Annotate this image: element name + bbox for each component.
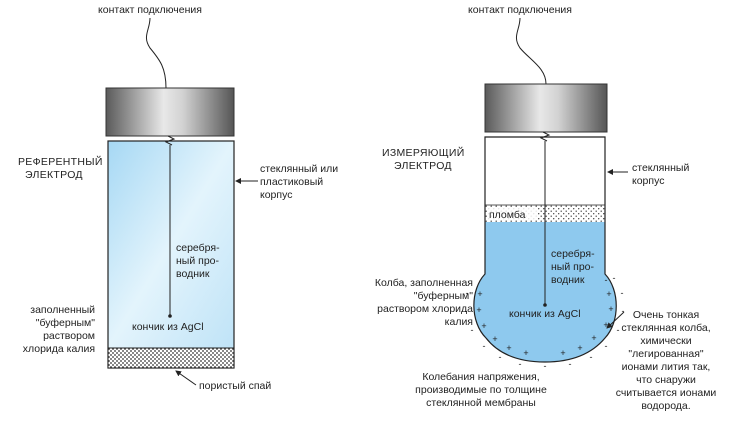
reference-buffer-label-2: "буферным" xyxy=(36,317,96,329)
reference-wire-label-2: ный про- xyxy=(176,255,219,267)
minus-charge-icon: - xyxy=(590,352,593,362)
plus-charge-icon: + xyxy=(477,289,482,299)
reference-body-label-3: корпус xyxy=(260,189,292,201)
membrane-label-7: считывается ионами xyxy=(616,387,717,399)
reference-wire-break xyxy=(164,135,176,146)
measuring-contact-label: контакт подключения xyxy=(468,4,572,16)
minus-charge-icon: - xyxy=(465,306,468,316)
plus-charge-icon: + xyxy=(560,348,565,358)
membrane-label-6: что снаружи xyxy=(636,374,696,386)
plus-charge-icon: + xyxy=(481,321,486,331)
measuring-agcl-tip xyxy=(543,303,547,307)
voltage-label-2: производимые по толщине xyxy=(415,384,547,396)
plus-charge-icon: + xyxy=(603,320,608,330)
measuring-tip-label: кончик из AgCl xyxy=(509,308,581,320)
plus-charge-icon: + xyxy=(591,333,596,343)
plus-charge-icon: + xyxy=(608,304,613,314)
reference-contact-label: контакт подключения xyxy=(98,4,202,16)
voltage-label-1: Колебания напряжения, xyxy=(422,371,539,383)
measuring-wire-label-2: ный про- xyxy=(551,261,594,273)
reference-buffer-label-1: заполненный xyxy=(30,304,95,316)
minus-charge-icon: - xyxy=(471,325,474,335)
reference-agcl-tip xyxy=(168,314,172,318)
minus-charge-icon: - xyxy=(519,359,522,369)
reference-buffer-label-4: хлорида калия xyxy=(23,343,95,355)
minus-charge-icon: - xyxy=(569,359,572,369)
junction-label: пористый спай xyxy=(199,380,271,392)
junction-arrow xyxy=(175,370,197,386)
measuring-wire-label-3: водник xyxy=(551,274,585,286)
minus-charge-icon: - xyxy=(483,341,486,351)
plus-charge-icon: + xyxy=(606,289,611,299)
reference-cap xyxy=(105,87,235,137)
membrane-label-3: химически xyxy=(640,335,691,347)
plus-charge-icon: + xyxy=(476,305,481,315)
reference-electrode: контакт подключения РЕФЕРЕНТНЫЙ ЭЛЕКТРОД… xyxy=(18,4,338,392)
measuring-contact-cable xyxy=(515,17,547,85)
reference-tip-label: кончик из AgCl xyxy=(132,321,204,333)
bulb-label-1: Колба, заполненная xyxy=(375,277,473,289)
reference-title-line-2: ЭЛЕКТРОД xyxy=(25,169,83,181)
minus-charge-icon: - xyxy=(544,361,547,371)
reference-body-label-1: стеклянный или xyxy=(260,163,338,175)
membrane-arrow xyxy=(606,311,625,329)
reference-wire-label-1: серебря- xyxy=(176,242,220,254)
measuring-title-line-1: ИЗМЕРЯЮЩИЙ xyxy=(382,146,465,159)
voltage-label-3: стеклянной мембраны xyxy=(426,397,536,409)
membrane-label-4: "легированная" xyxy=(628,348,703,360)
membrane-label-5: ионами лития так, xyxy=(622,361,711,373)
measuring-title-line-2: ЭЛЕКТРОД xyxy=(394,160,452,172)
plus-charge-icon: + xyxy=(577,343,582,353)
membrane-charges: ++++++++++++--------------- xyxy=(465,273,625,371)
bulb-label-4: калия xyxy=(445,316,473,328)
measuring-wire-label-1: серебря- xyxy=(551,248,595,260)
reference-buffer-label-3: раствором xyxy=(43,330,95,342)
minus-charge-icon: - xyxy=(621,288,624,298)
measuring-body-label-1: стеклянный xyxy=(632,162,689,174)
measuring-glass-body xyxy=(473,136,617,363)
bulb-label-3: раствором хлорида xyxy=(377,303,473,315)
seal-label-bg xyxy=(487,208,537,220)
minus-charge-icon: - xyxy=(613,273,616,283)
minus-charge-icon: - xyxy=(466,288,469,298)
measuring-body-label-2: корпус xyxy=(632,175,664,187)
membrane-label-8: водорода. xyxy=(641,400,690,412)
membrane-label-1: Очень тонкая xyxy=(633,309,699,321)
plus-charge-icon: + xyxy=(492,334,497,344)
bulb-label-2: "буферным" xyxy=(414,290,474,302)
measuring-wire-break xyxy=(539,131,551,142)
reference-title-line-1: РЕФЕРЕНТНЫЙ xyxy=(18,155,103,168)
reference-wire-label-3: водник xyxy=(176,268,210,280)
minus-charge-icon: - xyxy=(499,352,502,362)
measuring-electrode: контакт подключения пломба ИЗМЕРЯЮЩИЙ ЭЛ… xyxy=(375,4,717,412)
minus-charge-icon: - xyxy=(617,325,620,335)
porous-junction xyxy=(107,347,235,369)
membrane-label: Очень тонкая стеклянная колба, химически… xyxy=(616,309,717,412)
seal-label: пломба xyxy=(489,209,526,221)
reference-body-label-2: пластиковый xyxy=(260,176,323,188)
reference-solution xyxy=(108,141,234,348)
plus-charge-icon: + xyxy=(506,343,511,353)
minus-charge-icon: - xyxy=(605,341,608,351)
minus-charge-icon: - xyxy=(622,306,625,316)
plus-charge-icon: + xyxy=(523,348,528,358)
membrane-label-2: стеклянная колба, xyxy=(621,322,710,334)
reference-contact-cable xyxy=(145,17,167,89)
minus-charge-icon: - xyxy=(605,275,608,285)
measuring-cap xyxy=(484,83,608,133)
